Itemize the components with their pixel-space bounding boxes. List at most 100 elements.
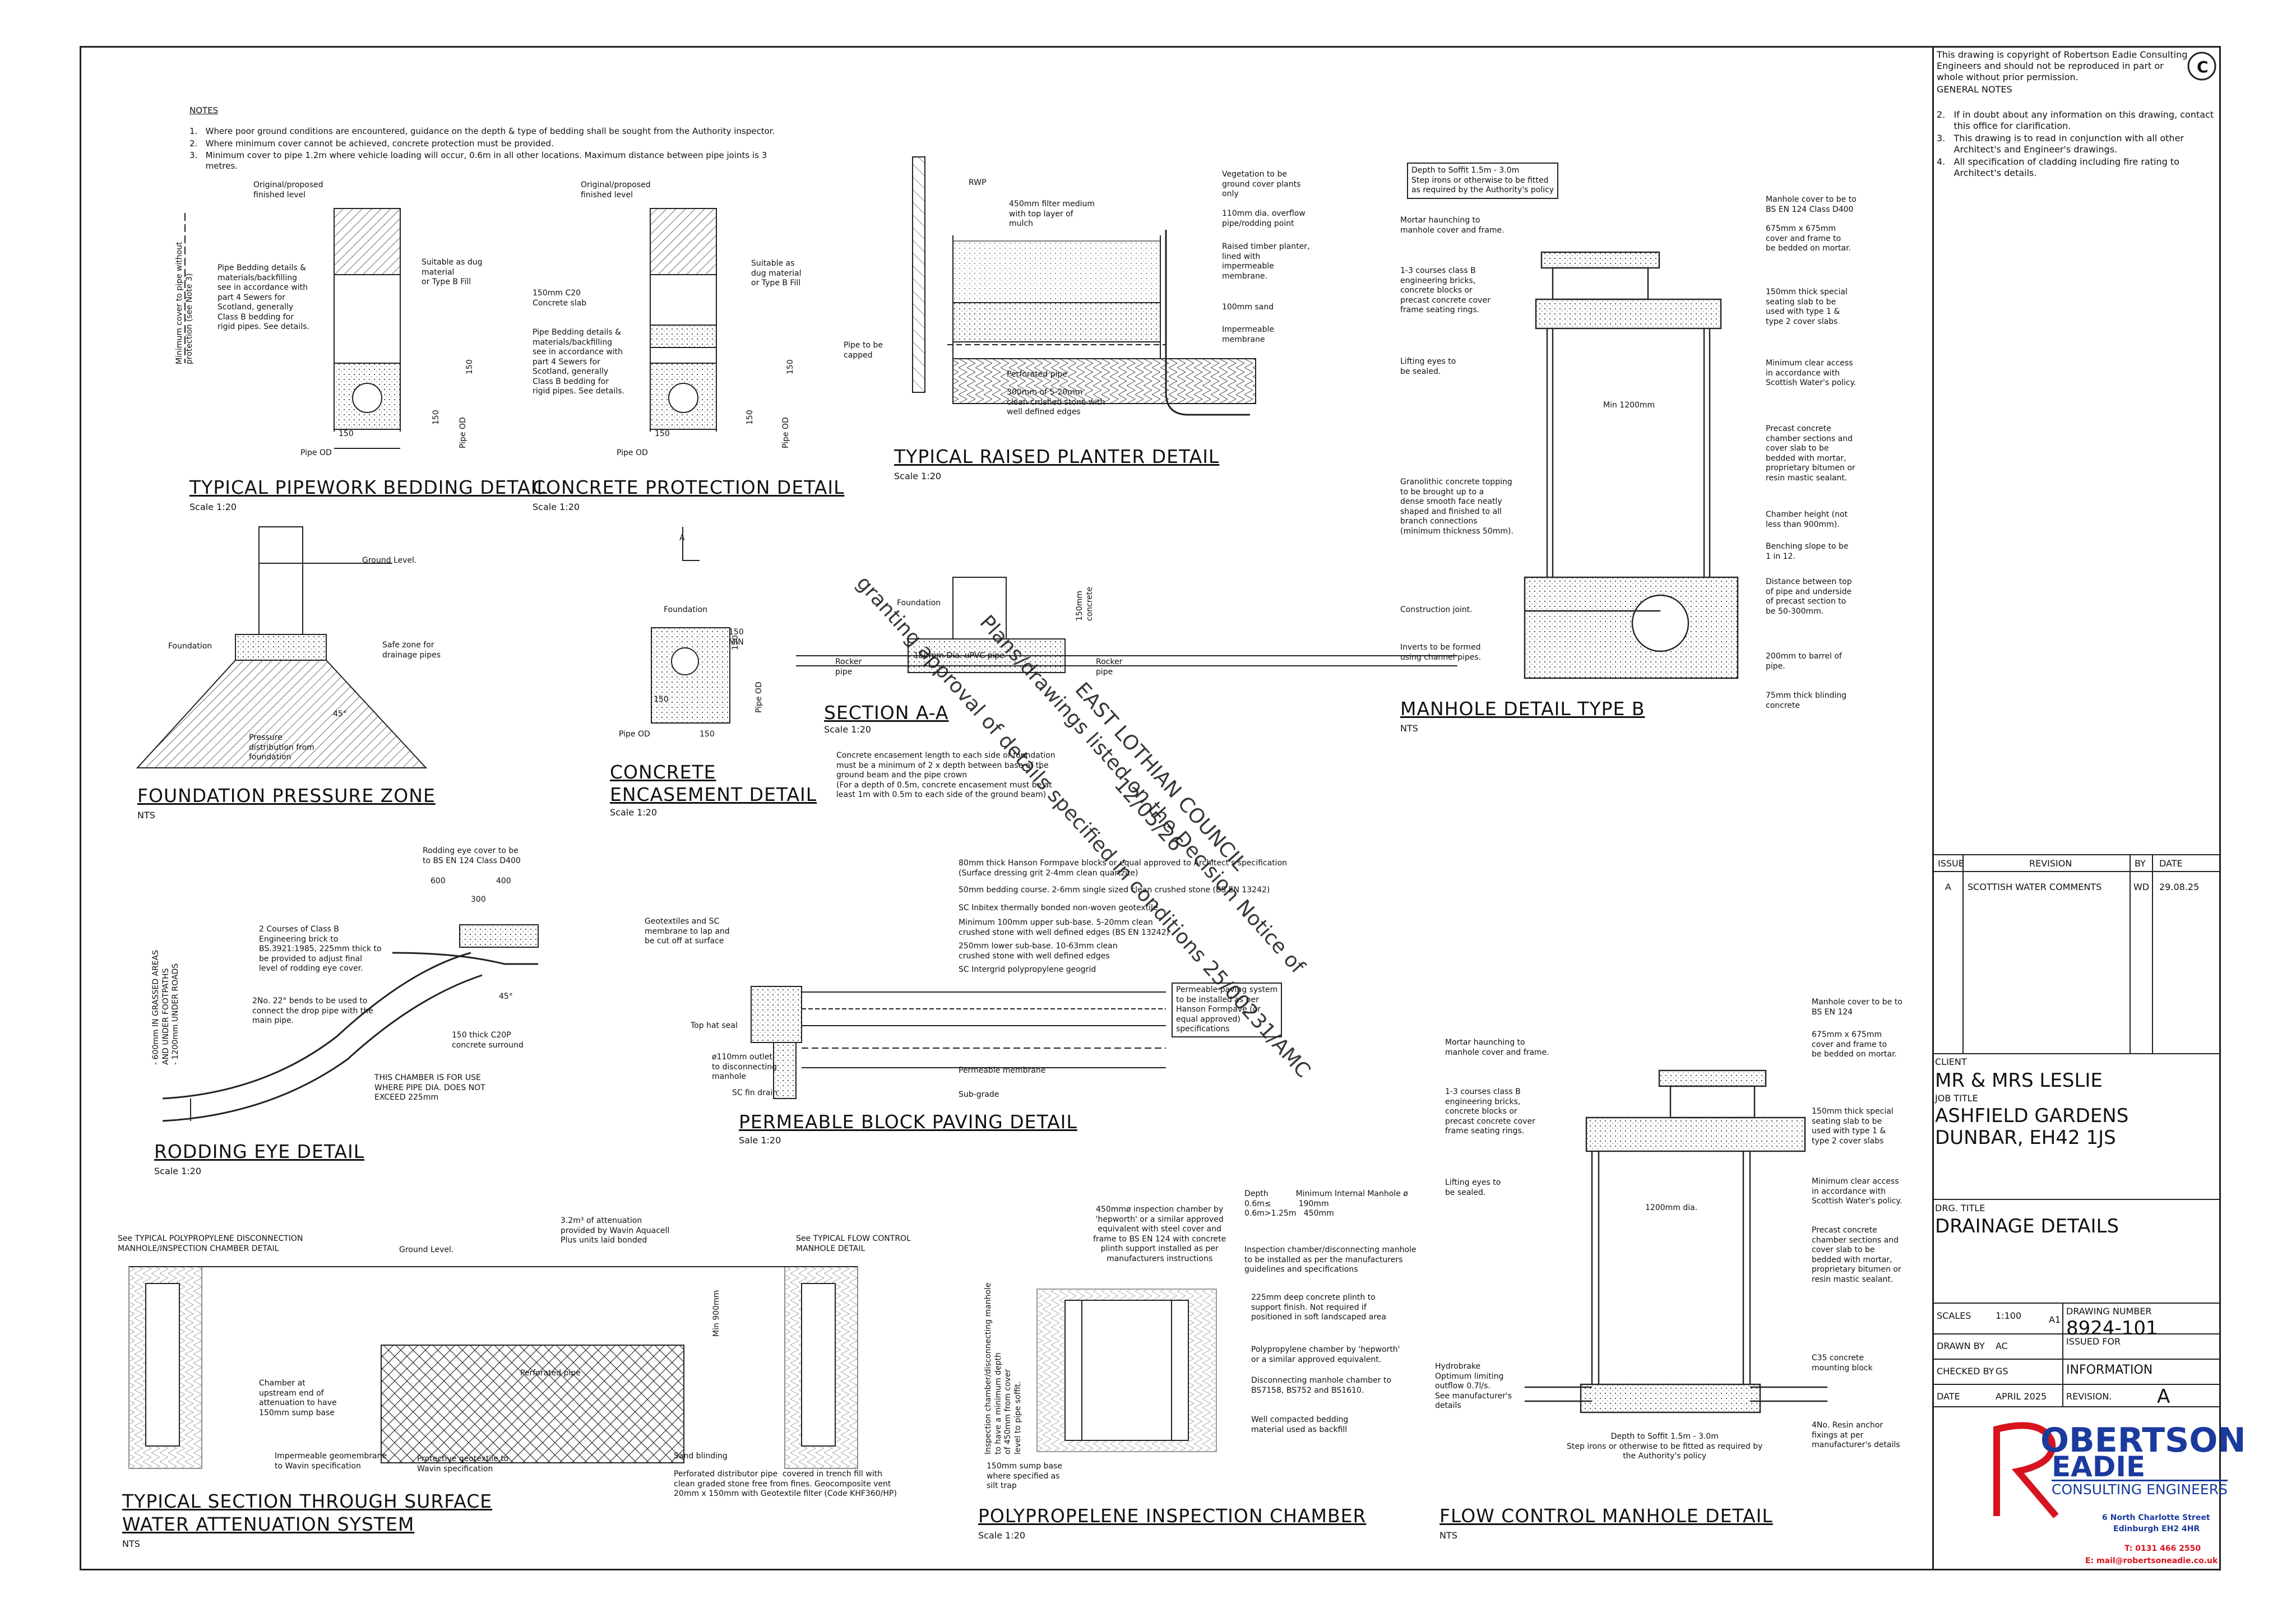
label: Inspection chamber/disconnecting manhole… [1244,1245,1417,1274]
dimension: Pipe OD [754,682,763,713]
copyright-c: C [2197,58,2209,76]
label: C35 concrete mounting block [1812,1354,1873,1373]
label: Pipe to be capped [844,341,883,360]
label: Polypropylene chamber by 'hepworth' or a… [1251,1345,1400,1364]
label: Perforated pipe [1007,370,1067,379]
checked-value: GS [1996,1366,2008,1377]
title-encasement: CONCRETE ENCASEMENT DETAIL [610,761,817,805]
dimension: 150 [465,359,474,374]
foundation-drawing [136,526,428,768]
label: 150mm C20 Concrete slab [533,289,587,308]
label: Pipe Bedding details & materials/backfil… [533,328,624,396]
label: Precast concrete chamber sections and co… [1812,1226,1901,1284]
label: Mortar haunching to manhole cover and fr… [1400,216,1505,235]
rev-desc: SCOTTISH WATER COMMENTS [1968,882,2102,892]
label: 50mm bedding course. 2-6mm single sized … [959,886,1270,895]
label: SC Inbitex thermally bonded non-woven ge… [959,903,1158,912]
label: Perforated pipe [520,1369,581,1378]
company-email: E: mail@robertsoneadie.co.uk [2085,1556,2218,1565]
title-concrete-protection: CONCRETE PROTECTION DETAIL [533,476,845,498]
label: Foundation [897,599,941,608]
dimension: 600 [430,877,446,886]
label: Inspection chamber/disconnecting manhole… [984,1282,1022,1454]
label: 2 Courses of Class B Engineering brick t… [259,925,382,973]
pipework-bedding-drawing [184,208,401,449]
dimension: Pipe OD [300,448,332,457]
label: 250mm lower sub-base. 10-63mm clean crus… [959,942,1118,961]
title-paving: PERMEABLE BLOCK PAVING DETAIL [739,1111,1077,1133]
drawing-frame [80,46,2221,1570]
label: 150 thick C20P concrete surround [452,1031,524,1050]
issued-label: ISSUED FOR [2066,1336,2121,1347]
copyright-symbol-icon [2187,52,2216,81]
label: - 600mm IN GRASSED AREAS AND UNDER FOOTP… [151,949,180,1065]
scale-foundation: NTS [137,810,155,821]
label: Minimum clear access in accordance with … [1766,359,1857,387]
title-rodding: RODDING EYE DETAIL [154,1141,365,1162]
label: 150mm thick special seating slab to be u… [1812,1107,1894,1146]
scale-poly-chamber: Scale 1:20 [978,1530,1026,1541]
drawing-number: 8924-101 [2066,1317,2158,1340]
drawn-value: AC [1996,1341,2008,1351]
scale-pipework: Scale 1:20 [189,502,237,512]
scale-attenuation: NTS [122,1538,140,1549]
dimension: 150 [746,410,754,425]
scale-section-aa: Scale 1:20 [824,724,872,735]
scale-paving: Sale 1:20 [739,1135,781,1146]
label: 110mm dia. overflow pipe/rodding point [1222,209,1306,228]
title-foundation: FOUNDATION PRESSURE ZONE [137,785,436,807]
label: 150mm Dia. uPVC pipe [914,651,1004,660]
label: Suitable as dug material or Type B Fill [751,259,802,288]
date-label: DATE [1937,1391,1960,1402]
label: Min 900mm [712,1290,721,1337]
scale-concrete-protection: Scale 1:20 [533,502,580,512]
drawing-no-label: DRAWING NUMBER [2066,1306,2152,1317]
label: Minimum cover to pipe without protection… [175,242,194,364]
company-address-1: 6 North Charlotte Street [2102,1513,2210,1522]
dimension: Pipe OD [781,417,790,448]
dimension: Pipe OD [459,417,467,448]
rev-header-date: DATE [2159,858,2183,869]
label: 2No. 22° bends to be used to connect the… [252,997,373,1025]
label: Pressure distribution from foundation [249,733,314,762]
company-sub: CONSULTING ENGINEERS [2052,1480,2228,1498]
title-planter: TYPICAL RAISED PLANTER DETAIL [894,446,1220,467]
paving-spec-box: Permeable paving system to be installed … [1172,983,1283,1037]
company-name-1: OBERTSON [2040,1421,2246,1460]
label: Chamber at upstream end of attenuation t… [259,1379,337,1417]
job-label: JOB TITLE [1935,1093,1978,1104]
label: Pipe Bedding details & materials/backfil… [217,263,309,331]
dimension: 150 [786,359,795,374]
label: 100mm sand [1222,303,1274,312]
label: Permeable membrane [959,1066,1046,1075]
label: Ground Level. [399,1245,454,1254]
label: Rocker pipe [835,657,862,676]
note-2: 2. Where minimum cover cannot be achieve… [189,138,554,149]
scale-encasement: Scale 1:20 [610,807,658,818]
job-title: ASHFIELD GARDENS DUNBAR, EH42 1JS [1935,1105,2129,1150]
dimension: 150 MIN [729,628,744,647]
label: Sub-grade [959,1090,999,1099]
label: THIS CHAMBER IS FOR USE WHERE PIPE DIA. … [374,1073,485,1102]
revision-label: REVISION. [2066,1391,2112,1402]
label: Vegetation to be ground cover plants onl… [1222,170,1301,198]
dimension: 1200mm dia. [1645,1203,1698,1212]
label: Minimum clear access in accordance with … [1812,1177,1902,1206]
drawing-title: DRAINAGE DETAILS [1935,1215,2119,1238]
general-notes-title: GENERAL NOTES [1937,84,2012,95]
label: Rocker pipe [1096,657,1123,676]
label: Top hat seal [691,1021,738,1030]
label: Protective geotextile to Wavin specifica… [417,1454,509,1473]
date-value: APRIL 2025 [1996,1391,2047,1402]
copyright-text: This drawing is copyright of Robertson E… [1937,49,2188,82]
dimension: Pipe OD [617,448,648,457]
dimension: 150 [655,429,670,438]
raised-planter-drawing [912,156,1256,416]
scale-manhole-b: NTS [1400,723,1418,734]
label: 1-3 courses class B engineering bricks, … [1400,266,1490,314]
title-attenuation: TYPICAL SECTION THROUGH SURFACE WATER AT… [122,1490,493,1536]
manhole-type-b-drawing [1524,251,1739,679]
title-pipework: TYPICAL PIPEWORK BEDDING DETAIL [189,476,548,498]
revision-value: A [2157,1385,2170,1408]
label: Rodding eye cover to be to BS EN 124 Cla… [423,846,521,865]
